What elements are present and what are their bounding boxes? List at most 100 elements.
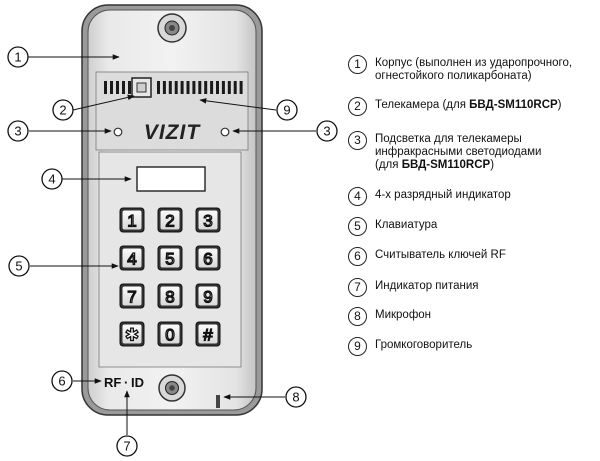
svg-text:3: 3 [323,124,330,139]
grille-slot [116,81,119,94]
keypad-key-label: 2 [165,212,174,231]
callout-7: 7 [116,435,138,457]
grille-slot [157,81,160,94]
keypad-key-12[interactable]: # [195,321,221,347]
rf-separator: · [124,375,128,390]
keypad-key-1[interactable]: 1 [119,207,145,233]
legend: 1 Корпус (выполнен из ударопрочного, огн… [343,0,600,461]
keypad-key-label: 3 [203,212,212,231]
grille-slot [186,81,190,94]
ir-led-right [220,127,230,137]
keypad-key-label: 7 [127,288,136,307]
grille-slot [216,81,219,94]
grille-slot [122,81,125,94]
rf-label: RF [104,375,121,390]
keypad-key-label: 8 [165,288,174,307]
keypad-key-8[interactable]: 8 [157,283,183,309]
keypad-key-11[interactable]: 0 [157,321,183,347]
svg-text:5: 5 [15,259,22,274]
grille-slot [168,81,172,94]
grille-slot [204,81,208,94]
keypad-key-10[interactable]: ✱ [119,321,145,347]
legend-text: Корпус (выполнен из ударопрочного, огнес… [375,57,573,82]
keypad-key-5[interactable]: 5 [157,245,183,271]
callout-3-right: 3 [316,120,338,142]
legend-text: Индикатор питания [375,280,479,292]
keypad-panel: 1 2 3 4 5 6 7 8 9 ✱ 0 # [98,151,242,368]
keypad-key-4[interactable]: 4 [119,245,145,271]
rf-id-label: RF · ID [104,375,144,390]
top-screw [157,13,187,43]
legend-text: 4-х разрядный индикатор [375,189,511,201]
keypad-key-label: # [203,326,213,345]
callout-1: 1 [7,46,29,68]
legend-number: 8 [348,307,367,326]
svg-text:4: 4 [48,172,55,187]
grille-slot [162,81,166,94]
brand-logo: VIZIT [144,121,202,144]
callout-5: 5 [8,255,30,277]
svg-text:9: 9 [283,103,290,118]
legend-text: Считыватель ключей RF [375,249,506,261]
svg-text:6: 6 [58,374,65,389]
keypad-key-7[interactable]: 7 [119,283,145,309]
grille-slot [221,81,225,94]
keypad-key-label: 6 [203,250,212,269]
microphone-slot [216,395,220,408]
grille-slot [110,81,113,94]
legend-text: Телекамера (для БВД-SM110RCP) [375,99,562,111]
id-label: ID [131,375,144,390]
grille-slot [233,81,237,94]
svg-text:7: 7 [123,439,130,454]
keypad-key-label: 5 [165,250,174,269]
grille-slot [198,81,202,94]
legend-text: Громкоговоритель [375,339,473,351]
svg-text:2: 2 [59,103,66,118]
grille-slot [210,81,214,94]
legend-number: 1 [348,55,367,74]
grille-slot [239,81,243,94]
legend-number: 2 [348,97,367,116]
legend-text: Клавиатура [375,219,438,231]
keypad-key-6[interactable]: 6 [195,245,221,271]
legend-text: Подсветка для телекамеры инфракрасными с… [375,133,542,171]
callout-9: 9 [276,99,298,121]
keypad-key-label: 4 [127,250,136,269]
legend-number: 4 [348,187,367,206]
legend-number: 7 [348,278,367,297]
keypad-key-9[interactable]: 9 [195,283,221,309]
keypad-key-3[interactable]: 3 [195,207,221,233]
keypad-key-2[interactable]: 2 [157,207,183,233]
keypad-key-label: 9 [203,288,212,307]
keypad: 1 2 3 4 5 6 7 8 9 ✱ 0 # [119,207,221,347]
grille-slot [227,81,231,94]
keypad-key-label: 0 [165,326,174,345]
callout-6: 6 [51,370,73,392]
callout-3-left: 3 [7,120,29,142]
legend-number: 5 [348,217,367,236]
legend-text: Микрофон [375,309,432,321]
grille-slot [174,81,178,94]
svg-text:8: 8 [292,390,299,405]
ir-led-left [113,127,123,137]
svg-text:3: 3 [14,124,21,139]
keypad-key-label: ✱ [125,326,139,345]
grille-slot [192,81,196,94]
callout-4: 4 [41,168,63,190]
callout-2: 2 [52,99,74,121]
callout-badges: 1 2 3 3 4 5 6 7 [7,46,338,457]
bottom-screw [158,374,186,402]
keypad-key-label: 1 [127,212,136,231]
svg-text:1: 1 [14,50,21,65]
legend-number: 3 [348,131,367,150]
legend-number: 9 [348,337,367,356]
callout-8: 8 [285,386,307,408]
callout-lines [28,54,316,435]
speaker-grille [104,81,243,94]
digit-indicator [136,166,206,192]
grille-slot [128,81,131,94]
grille-slot [180,81,184,94]
legend-number: 6 [348,247,367,266]
grille-slot [104,81,107,94]
